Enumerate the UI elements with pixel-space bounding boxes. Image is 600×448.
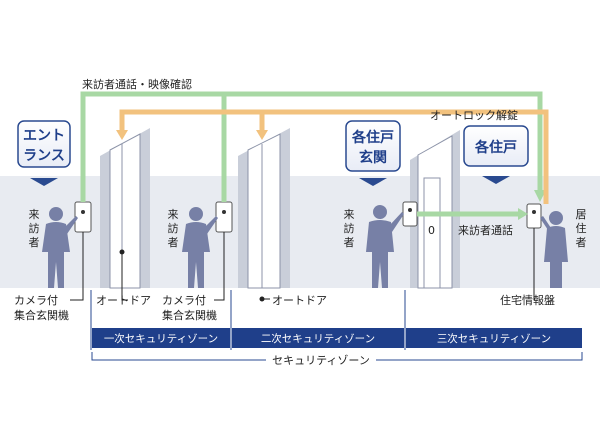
svg-text:訪: 訪 <box>29 221 40 235</box>
visitor-figure-2 <box>182 207 218 288</box>
entrance-auto-door <box>100 128 150 289</box>
leader-lines <box>70 228 535 301</box>
intercom-3 <box>402 201 418 227</box>
svg-text:カメラ付: カメラ付 <box>14 294 58 307</box>
svg-text:訪: 訪 <box>344 221 355 235</box>
intercom-4 <box>526 203 542 229</box>
visitor-label-1: 来 訪 者 <box>29 208 40 249</box>
each-unit-badge-text: 各住戸 <box>474 139 517 156</box>
svg-text:者: 者 <box>29 236 40 249</box>
entrance-badge-line2: ランス <box>23 148 65 164</box>
svg-text:来: 来 <box>344 208 355 221</box>
visitor-label-2: 来 訪 者 <box>168 208 179 249</box>
orange-arrow-head-2 <box>256 130 268 140</box>
zone-dividers <box>90 290 406 350</box>
svg-text:訪: 訪 <box>168 221 179 235</box>
zone-tertiary-label: 三次セキュリティゾーン <box>437 332 551 345</box>
green-arrow-head <box>534 190 546 202</box>
visitor-figure-3 <box>366 205 404 288</box>
inner-auto-door <box>238 128 290 302</box>
svg-text:居: 居 <box>576 208 587 221</box>
orange-arrow-head-1 <box>116 130 128 140</box>
visitor-call-label: 来訪者通話 <box>458 223 513 237</box>
auto-door-label-1: オートドア <box>96 294 151 307</box>
visitor-call-video-label: 来訪者通話・映像確認 <box>82 77 192 91</box>
visitor-label-3: 来 訪 者 <box>344 208 355 249</box>
svg-text:来: 来 <box>29 208 40 221</box>
auto-lock-release-label: オートロック解錠 <box>430 108 518 122</box>
svg-text:0: 0 <box>428 224 435 237</box>
each-unit-badge: 各住戸 <box>463 125 529 184</box>
orange-arrow-release <box>119 109 549 204</box>
camera-unit-label-2: カメラ付 集合玄関機 <box>162 294 217 322</box>
svg-text:集合玄関機: 集合玄関機 <box>14 308 69 322</box>
visitor-figure-1 <box>42 207 78 288</box>
green-arrow-video <box>80 91 543 202</box>
entrance-badge-line1: エント <box>23 128 65 144</box>
resident-figure <box>540 211 568 288</box>
camera-unit-label-1: カメラ付 集合玄関機 <box>14 294 69 322</box>
svg-text:者: 者 <box>344 236 355 249</box>
svg-text:集合玄関機: 集合玄関機 <box>162 308 217 322</box>
svg-text:住: 住 <box>576 221 587 235</box>
zone-primary: 一次セキュリティゾーン <box>92 328 230 348</box>
auto-door-label-2: オートドア <box>272 294 327 307</box>
zone-tertiary: 三次セキュリティゾーン <box>406 328 582 348</box>
svg-text:カメラ付: カメラ付 <box>162 294 206 307</box>
resident-label: 居 住 者 <box>576 208 587 249</box>
resident-info-panel-label: 住宅情報盤 <box>500 293 555 307</box>
green-call-arrow-head <box>518 208 528 220</box>
intercom-2 <box>215 201 233 233</box>
entrance-badge: エント ランス <box>17 120 71 186</box>
zone-secondary: 二次セキュリティゾーン <box>232 328 404 348</box>
svg-text:者: 者 <box>168 236 179 249</box>
zone-secondary-label: 二次セキュリティゾーン <box>261 332 375 345</box>
intercom-1 <box>74 201 92 233</box>
svg-text:来: 来 <box>168 208 179 221</box>
unit-entrance-badge: 各住戸 玄関 <box>345 120 401 186</box>
unit-entrance-badge-line1: 各住戸 <box>351 129 394 146</box>
zone-primary-label: 一次セキュリティゾーン <box>104 332 218 345</box>
overall-zone-label: セキュリティゾーン <box>272 354 370 367</box>
svg-text:者: 者 <box>576 236 587 249</box>
unit-entrance-badge-line2: 玄関 <box>359 149 387 166</box>
